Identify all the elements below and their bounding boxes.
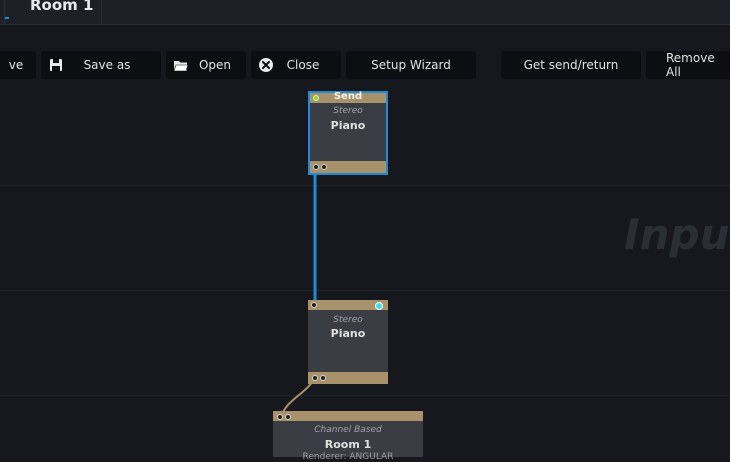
node-subtype: Stereo xyxy=(333,315,363,325)
setup-wizard-button[interactable]: Setup Wizard xyxy=(346,51,476,79)
room-node[interactable]: Channel Based Room 1 Renderer: ANGULAR xyxy=(273,411,423,462)
output-port[interactable] xyxy=(321,164,327,170)
folder-open-icon xyxy=(173,61,189,72)
open-label: Open xyxy=(198,58,232,72)
tab-room-1[interactable]: Room 1 xyxy=(4,0,102,24)
save-as-label: Save as xyxy=(83,58,131,72)
node-header-label: Send xyxy=(333,91,363,102)
lane-watermark: Input xyxy=(624,210,730,259)
remove-all-button[interactable]: Remove All xyxy=(646,51,730,79)
setup-wizard-label: Setup Wizard xyxy=(371,58,451,72)
lane-divider xyxy=(0,185,730,186)
save-as-button[interactable]: Save as xyxy=(41,51,161,79)
node-title: Piano xyxy=(330,327,366,340)
lane-divider xyxy=(0,395,730,396)
save-button[interactable]: ve xyxy=(0,51,36,79)
tab-active-indicator xyxy=(5,17,9,19)
node-subtype: Channel Based xyxy=(314,425,382,435)
output-port[interactable] xyxy=(313,164,319,170)
output-port[interactable] xyxy=(320,375,326,381)
status-led-cyan xyxy=(375,302,383,310)
node-subtype: Stereo xyxy=(333,106,363,116)
lane-divider xyxy=(0,290,730,291)
get-send-return-label: Get send/return xyxy=(523,58,619,72)
save-label: ve xyxy=(8,58,24,72)
top-bar: Room 1 xyxy=(0,0,730,24)
input-port[interactable] xyxy=(285,414,291,420)
node-detail: Renderer: ANGULAR xyxy=(302,452,394,462)
open-button[interactable]: Open xyxy=(166,51,246,79)
input-port[interactable] xyxy=(277,414,283,420)
status-led-green xyxy=(313,95,319,101)
receive-node[interactable]: Stereo Piano xyxy=(308,300,388,384)
node-footer xyxy=(308,372,388,384)
node-header xyxy=(308,300,388,310)
node-header xyxy=(273,411,423,421)
node-footer xyxy=(310,161,386,173)
send-node[interactable]: Send Stereo Piano xyxy=(308,91,388,175)
tab-label: Room 1 xyxy=(30,0,94,14)
output-port[interactable] xyxy=(312,375,318,381)
node-title: Piano xyxy=(330,119,366,132)
floppy-disk-icon xyxy=(50,59,62,71)
close-label: Close xyxy=(286,58,320,72)
node-title: Room 1 xyxy=(324,438,372,451)
input-port[interactable] xyxy=(311,302,317,308)
tab-divider xyxy=(0,24,730,25)
get-send-return-button[interactable]: Get send/return xyxy=(501,51,641,79)
remove-all-label: Remove All xyxy=(666,51,715,79)
close-circle-icon xyxy=(259,58,273,72)
node-header: Send xyxy=(310,91,386,103)
close-button[interactable]: Close xyxy=(251,51,341,79)
